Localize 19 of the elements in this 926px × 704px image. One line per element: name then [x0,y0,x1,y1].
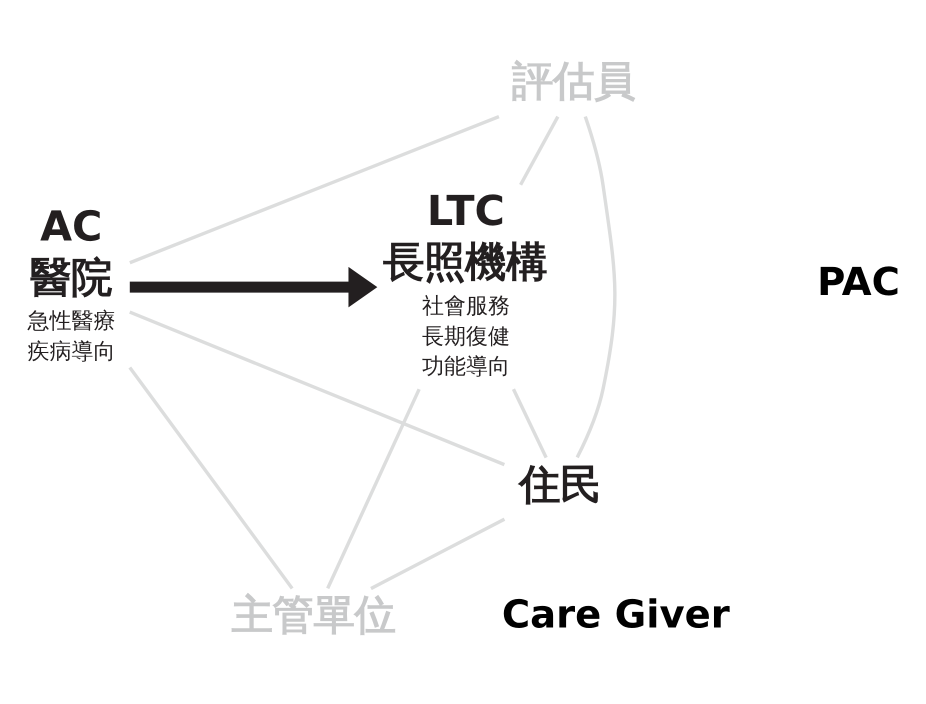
connector [326,388,421,589]
label: PAC [817,260,900,305]
node-text: LTC 長照機構 [382,186,547,286]
connector [129,310,506,466]
node-text: 住民 [519,460,602,508]
node-text: AC 醫院 [30,202,112,301]
connector [129,114,500,264]
node-label: 疾病導向 [28,338,116,364]
node-label: 長期復健 [422,324,510,349]
node-label: 急性醫療 [28,308,116,334]
label: Care Giver [502,592,730,638]
connector [576,115,616,458]
arrow [130,266,378,307]
connector [512,388,548,458]
node-label: 社會服務 [422,293,510,318]
connector [370,517,506,590]
connector [128,366,294,589]
node-label: 功能導向 [422,354,510,380]
connector [519,115,560,186]
